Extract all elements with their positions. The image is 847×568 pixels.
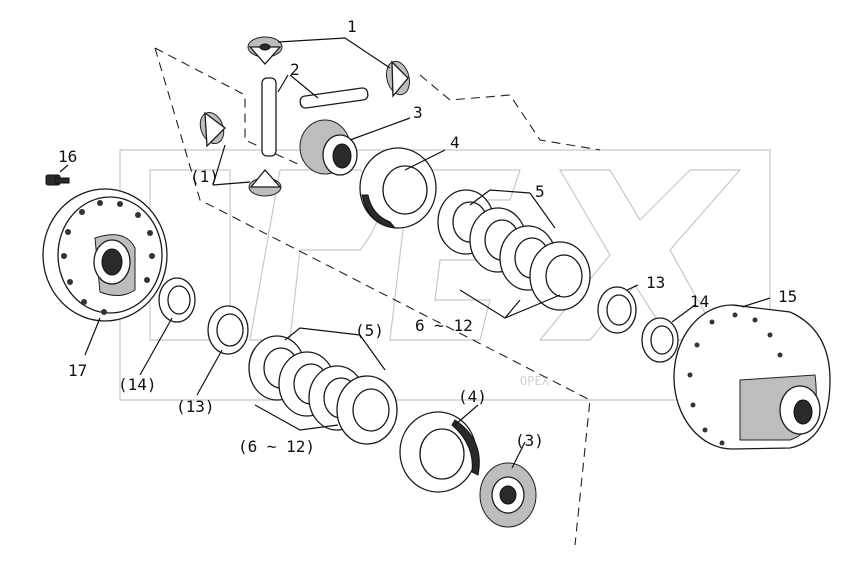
left-flange-housing bbox=[42, 188, 168, 356]
callout-13: 13 bbox=[646, 273, 665, 292]
thrust-plate-top bbox=[359, 147, 437, 229]
right-differential-housing bbox=[673, 304, 831, 450]
leader-lines bbox=[139, 37, 771, 469]
pinion-gear-top-left bbox=[247, 36, 283, 65]
callout-paren-5: (5) bbox=[355, 321, 384, 340]
callout-paren-4: (4) bbox=[458, 387, 487, 406]
friction-disc-stack-top bbox=[437, 189, 591, 311]
pinion-gear-top-right bbox=[385, 60, 411, 98]
friction-disc-stack-bottom bbox=[248, 335, 398, 445]
thrust-plate-bottom bbox=[399, 411, 480, 493]
watermark-text: OPEX bbox=[520, 374, 550, 388]
callout-paren-14: (14) bbox=[118, 375, 157, 394]
thrust-washer-left bbox=[207, 305, 249, 355]
callout-3: 3 bbox=[413, 103, 423, 122]
callout-1: 1 bbox=[347, 17, 357, 36]
pinion-gear-left bbox=[199, 111, 226, 148]
callout-6-12: 6 ~ 12 bbox=[415, 316, 473, 335]
callout-labels: 1 2 3 4 5 6 ~ 12 13 14 15 16 17 (1) (3) … bbox=[58, 17, 797, 456]
cross-shaft bbox=[261, 77, 369, 157]
side-gear-top bbox=[299, 119, 358, 176]
side-gear-bottom bbox=[479, 462, 537, 528]
callout-16: 16 bbox=[58, 147, 77, 166]
callout-paren-6-12: (6 ~ 12) bbox=[238, 437, 315, 456]
callout-4: 4 bbox=[450, 133, 460, 152]
flange-bolt-holes bbox=[61, 200, 155, 315]
callout-paren-13: (13) bbox=[176, 397, 215, 416]
callout-2: 2 bbox=[290, 60, 300, 79]
callout-paren-3: (3) bbox=[515, 431, 544, 450]
callout-5: 5 bbox=[535, 182, 545, 201]
bolt bbox=[45, 164, 70, 186]
assembly-axis-lines bbox=[154, 47, 601, 546]
callout-14: 14 bbox=[690, 292, 709, 311]
watermark-outline: OPEX bbox=[119, 149, 771, 401]
callout-17: 17 bbox=[68, 361, 87, 380]
housing-bolt-holes bbox=[687, 312, 783, 446]
callout-paren-1: (1) bbox=[190, 167, 219, 186]
tabbed-washer-left bbox=[158, 277, 196, 323]
tabbed-washer-right bbox=[641, 317, 679, 363]
callout-15: 15 bbox=[778, 287, 797, 306]
thrust-washer-right bbox=[597, 286, 637, 334]
pinion-gear-bottom bbox=[248, 168, 282, 197]
